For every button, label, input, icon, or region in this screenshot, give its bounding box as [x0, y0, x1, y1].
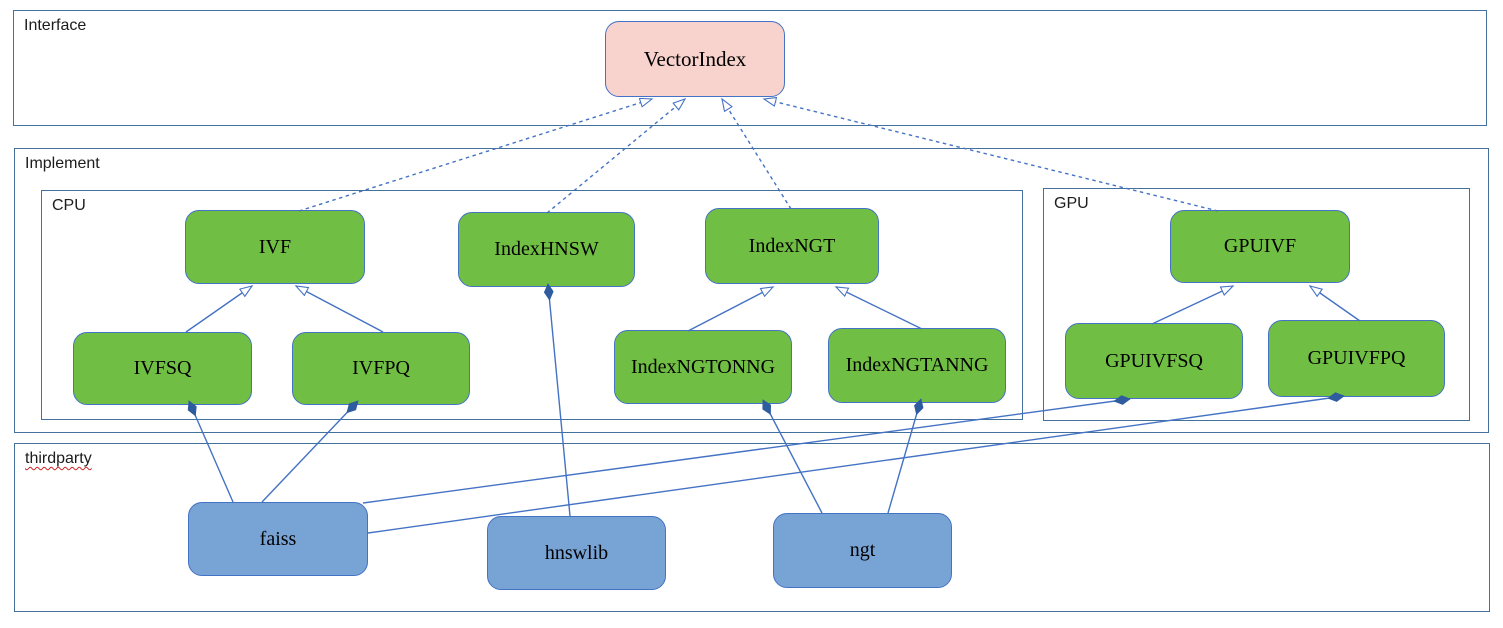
node-indexngt: IndexNGT	[705, 208, 879, 284]
node-ngt: ngt	[773, 513, 952, 588]
node-vectorindex: VectorIndex	[605, 21, 785, 97]
node-indexngtonng: IndexNGTONNG	[614, 330, 792, 404]
node-ivfpq: IVFPQ	[292, 332, 470, 405]
node-ivf: IVF	[185, 210, 365, 284]
node-indexngtanng: IndexNGTANNG	[828, 328, 1006, 403]
container-gpu-label: GPU	[1054, 195, 1089, 212]
node-gpuivfsq: GPUIVFSQ	[1065, 323, 1243, 399]
container-cpu-label: CPU	[52, 197, 86, 214]
container-implement-label: Implement	[25, 155, 100, 172]
node-faiss: faiss	[188, 502, 368, 576]
container-thirdparty-label: thirdparty	[25, 450, 92, 467]
container-interface-label: Interface	[24, 17, 87, 34]
node-gpuivfpq: GPUIVFPQ	[1268, 320, 1445, 397]
node-ivfsq: IVFSQ	[73, 332, 252, 405]
node-indexhnsw: IndexHNSW	[458, 212, 635, 287]
node-gpuivf: GPUIVF	[1170, 210, 1350, 283]
node-hnswlib: hnswlib	[487, 516, 666, 590]
